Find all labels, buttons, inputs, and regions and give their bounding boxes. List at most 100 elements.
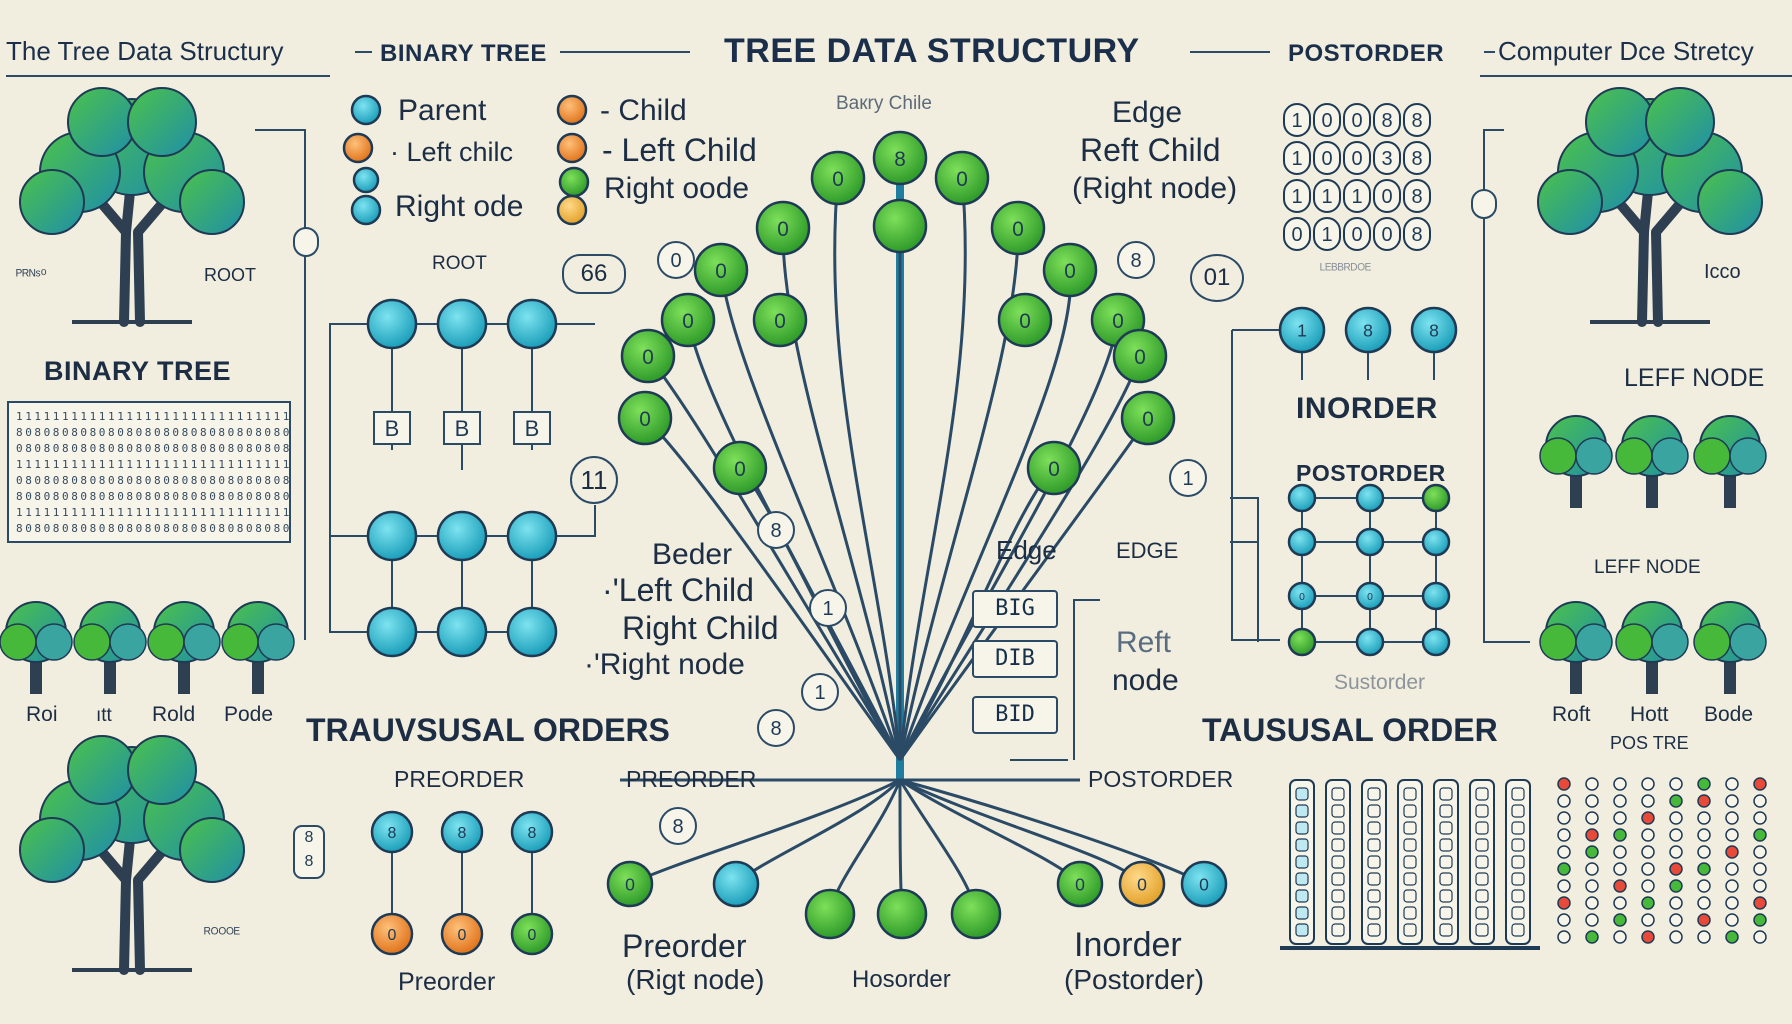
binary-cell bbox=[1283, 141, 1311, 175]
dot-cell bbox=[1613, 930, 1627, 944]
mid-left-preorder-bottom: Preorder bbox=[398, 968, 496, 996]
node-glyph: 0 bbox=[832, 168, 844, 191]
bottom-preorder: Preorder bbox=[622, 928, 747, 964]
binary-digit: 1 bbox=[16, 506, 23, 519]
binary-digit: 1 bbox=[246, 506, 253, 519]
center-left-child: ·'Left Child bbox=[602, 572, 754, 608]
header-left-title: The Tree Data Structury bbox=[6, 36, 284, 66]
dot-cell bbox=[1613, 845, 1627, 859]
dot-cell bbox=[1557, 913, 1571, 927]
binary-digit: 0 bbox=[218, 474, 225, 487]
binary-digit: 1 bbox=[255, 410, 262, 423]
binary-digit: 8 bbox=[191, 442, 198, 455]
left-root-small: ᴾᴿᴺˢ⁰ bbox=[16, 267, 47, 284]
right-panel-left-node-top: LEFF NODE bbox=[1624, 364, 1765, 392]
postorder-node: 0 bbox=[1287, 581, 1317, 611]
dot-cell bbox=[1753, 879, 1767, 893]
binary-digit: 1 bbox=[283, 506, 290, 519]
digit-cell bbox=[1439, 821, 1453, 835]
right-mid-badge-01: 01 bbox=[1190, 254, 1244, 302]
binary-digit: 1 bbox=[228, 410, 235, 423]
binary-digit: 8 bbox=[209, 474, 216, 487]
postorder-node bbox=[1355, 483, 1385, 513]
central-tree-node: 0 bbox=[1120, 390, 1176, 446]
header-postorder: POSTORDER bbox=[1288, 40, 1445, 67]
circled-number-glyph: 1 bbox=[822, 598, 833, 620]
dot-cell bbox=[1753, 930, 1767, 944]
dot-cell bbox=[1753, 794, 1767, 808]
binary-cell bbox=[1313, 103, 1341, 137]
postorder-node bbox=[1421, 527, 1451, 557]
dot-cell bbox=[1585, 811, 1599, 825]
node-glyph: 0 bbox=[682, 310, 694, 333]
binary-digit: 1 bbox=[228, 458, 235, 471]
binary-digit: 8 bbox=[182, 490, 189, 503]
binary-digit: 1 bbox=[200, 506, 207, 519]
digit-cell bbox=[1475, 787, 1489, 801]
binary-digit: 0 bbox=[191, 522, 198, 535]
binary-digit: 0 bbox=[53, 474, 60, 487]
dot-cell bbox=[1557, 896, 1571, 910]
central-tree-node: 0 bbox=[712, 440, 768, 496]
binary-digit: 1 bbox=[90, 506, 97, 519]
binary-digit: 0 bbox=[117, 522, 124, 535]
binary-digit: 8 bbox=[53, 490, 60, 503]
binary-cell bbox=[1373, 141, 1401, 175]
binary-digit: 8 bbox=[16, 426, 23, 439]
binary-cell-digit: 8 bbox=[1411, 186, 1422, 208]
node-glyph: 0 bbox=[715, 260, 727, 283]
dot-cell bbox=[1669, 777, 1683, 791]
circled-number-glyph: 8 bbox=[770, 718, 781, 740]
central-tree-node: 0 bbox=[990, 200, 1046, 256]
node-glyph: 8 bbox=[388, 825, 397, 842]
binary-digit: 8 bbox=[99, 474, 106, 487]
binary-digit: 8 bbox=[145, 522, 152, 535]
dot-cell bbox=[1585, 913, 1599, 927]
binary-digit: 8 bbox=[71, 490, 78, 503]
binary-digit: 0 bbox=[200, 442, 207, 455]
binary-digit: 0 bbox=[34, 474, 41, 487]
binary-digit: 8 bbox=[200, 426, 207, 439]
binary-digit: 1 bbox=[53, 410, 60, 423]
binary-cell-digit: 8 bbox=[1411, 224, 1422, 246]
digit-cell bbox=[1403, 787, 1417, 801]
b-box-0 bbox=[373, 411, 411, 445]
binary-cell bbox=[1403, 217, 1431, 251]
dot-cell bbox=[1725, 862, 1739, 876]
binary-digit: 1 bbox=[209, 410, 216, 423]
dot-cell bbox=[1557, 862, 1571, 876]
digit-cell bbox=[1331, 906, 1345, 920]
binary-digit: 8 bbox=[264, 442, 271, 455]
binary-digit: 8 bbox=[117, 474, 124, 487]
binary-digit: 1 bbox=[218, 410, 225, 423]
bottom-hosorder: Hosorder bbox=[852, 966, 951, 993]
binary-digit: 1 bbox=[145, 506, 152, 519]
dot-cell bbox=[1641, 879, 1655, 893]
binary-digit: 0 bbox=[16, 442, 23, 455]
central-tree-node: 0 bbox=[1042, 242, 1098, 298]
binary-digit: 0 bbox=[62, 490, 69, 503]
binary-digit: 1 bbox=[209, 506, 216, 519]
badge-88-digit: 8 bbox=[305, 853, 314, 870]
binary-cell-digit: 0 bbox=[1351, 224, 1362, 246]
binary-digit: 1 bbox=[172, 410, 179, 423]
binary-digit: 1 bbox=[25, 506, 32, 519]
binary-digit: 1 bbox=[136, 410, 143, 423]
binary-digit: 8 bbox=[274, 522, 281, 535]
binary-digit: 8 bbox=[53, 522, 60, 535]
b-box-1 bbox=[443, 411, 481, 445]
binary-digit: 1 bbox=[126, 410, 133, 423]
digit-cell bbox=[1331, 855, 1345, 869]
b-box-2 bbox=[513, 411, 551, 445]
binary-digit: 8 bbox=[163, 426, 170, 439]
dot-cell bbox=[1641, 930, 1655, 944]
binary-digit: 1 bbox=[44, 458, 51, 471]
binary-digit: 1 bbox=[246, 458, 253, 471]
dot-cell bbox=[1585, 777, 1599, 791]
binary-digit: 0 bbox=[44, 522, 51, 535]
binary-digit: 1 bbox=[62, 506, 69, 519]
legend-bullet bbox=[342, 132, 374, 164]
binary-cell-digit: 0 bbox=[1381, 224, 1392, 246]
dot-cell bbox=[1669, 845, 1683, 859]
network-node bbox=[436, 510, 488, 562]
